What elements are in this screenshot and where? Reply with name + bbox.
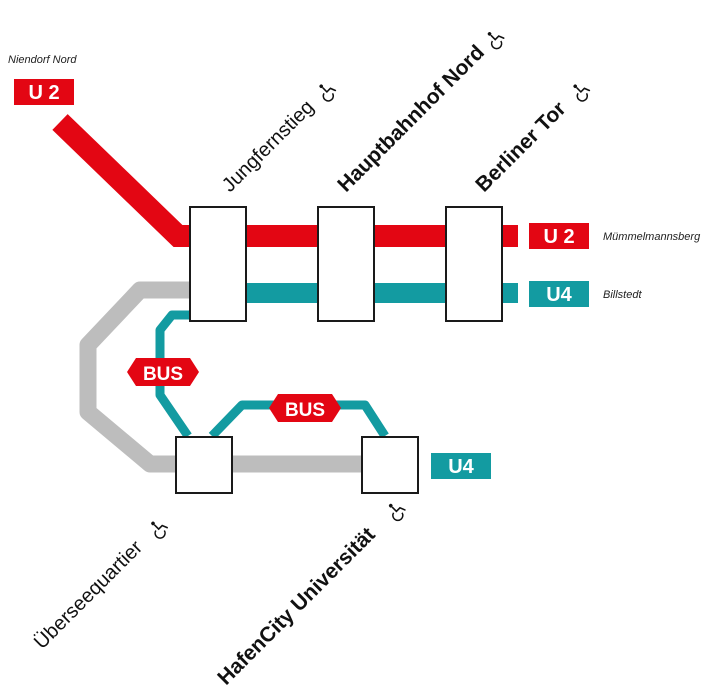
label-berliner-tor: Berliner Tor bbox=[471, 97, 570, 196]
label-hafencity-group: HafenCity Universität bbox=[213, 498, 409, 690]
u2-badge-right: U 2 bbox=[529, 223, 589, 249]
label-berliner-tor-group: Berliner Tor bbox=[471, 79, 593, 197]
label-hauptbahnhof-nord: Hauptbahnhof Nord bbox=[333, 41, 489, 197]
station-ueberseequartier[interactable] bbox=[175, 436, 233, 494]
u2-badge-right-label: U 2 bbox=[543, 226, 574, 248]
terminal-billstedt: Billstedt bbox=[603, 289, 642, 301]
wheelchair-icon bbox=[568, 79, 593, 104]
u4-badge-hafencity: U4 bbox=[431, 453, 491, 479]
wheelchair-icon bbox=[383, 498, 409, 524]
label-ueberseequartier: Überseequartier bbox=[30, 536, 147, 653]
station-berliner-tor[interactable] bbox=[445, 206, 503, 322]
u4-badge-right: U4 bbox=[529, 281, 589, 307]
bus-route-left bbox=[155, 310, 195, 439]
station-hafencity-universitaet[interactable] bbox=[361, 436, 419, 494]
bus-badge-left: BUS bbox=[127, 358, 199, 386]
wheelchair-icon bbox=[482, 26, 508, 52]
station-hauptbahnhof-nord[interactable] bbox=[317, 206, 375, 322]
label-jungfernstieg: Jungfernstieg bbox=[218, 96, 318, 196]
bus-badge-middle-label: BUS bbox=[285, 400, 325, 421]
label-jungfernstieg-group: Jungfernstieg bbox=[218, 79, 339, 197]
u4-badge-hafencity-label: U4 bbox=[448, 456, 474, 478]
station-jungfernstieg[interactable] bbox=[189, 206, 247, 322]
terminal-niendorf-nord: Niendorf Nord bbox=[8, 54, 77, 66]
bus-badge-left-label: BUS bbox=[143, 364, 183, 385]
bus-badge-middle: BUS bbox=[269, 394, 341, 422]
u2-line bbox=[52, 114, 518, 247]
u4-badge-right-label: U4 bbox=[546, 284, 572, 306]
wheelchair-icon bbox=[314, 79, 339, 104]
u2-badge-top-label: U 2 bbox=[28, 82, 59, 104]
label-hafencity-universitaet: HafenCity Universität bbox=[213, 523, 379, 689]
wheelchair-icon bbox=[146, 516, 171, 542]
terminal-muemmelmannsberg: Mümmelmannsberg bbox=[603, 231, 701, 243]
label-ueberseequartier-group: Überseequartier bbox=[30, 516, 171, 654]
walkway-connection bbox=[79, 281, 192, 473]
u2-badge-top: U 2 bbox=[14, 79, 74, 105]
